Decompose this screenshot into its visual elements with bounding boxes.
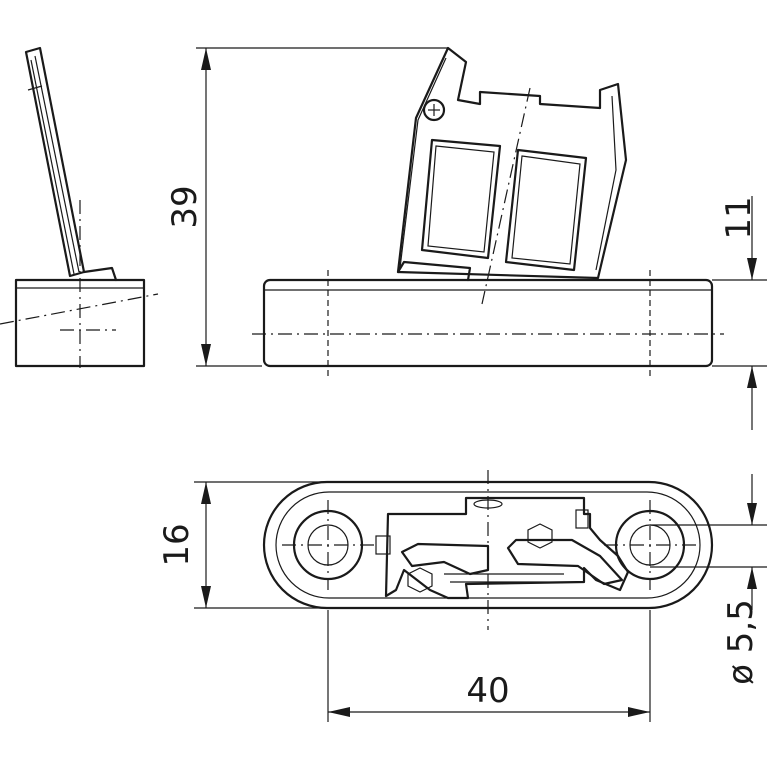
side-view-tongue [24, 46, 86, 278]
dimension-11-label: 11 [719, 196, 759, 239]
front-view-centerline [481, 87, 531, 305]
front-view-base [262, 278, 714, 368]
dimension-hole-diameter: ø 5,5 [650, 474, 767, 685]
plan-view [262, 470, 714, 630]
front-view-screw-icon [422, 98, 446, 122]
dimension-height-base: 11 [712, 196, 767, 430]
dimension-diameter-label: ø 5,5 [721, 599, 761, 685]
dimension-16-label: 16 [157, 523, 197, 566]
front-view-window-right [504, 148, 588, 272]
front-view [252, 46, 724, 376]
side-view [0, 46, 159, 368]
dimension-39-label: 39 [165, 185, 205, 228]
dimension-hole-spacing: 40 [327, 610, 651, 722]
dimension-height-total: 39 [165, 47, 448, 367]
front-view-actuator [396, 46, 628, 280]
front-view-window-left [420, 138, 502, 260]
dimension-width-base: 16 [157, 481, 326, 609]
side-view-centerline-angled [0, 293, 159, 325]
dimension-40-label: 40 [466, 671, 509, 711]
plan-view-actuator [384, 496, 630, 600]
